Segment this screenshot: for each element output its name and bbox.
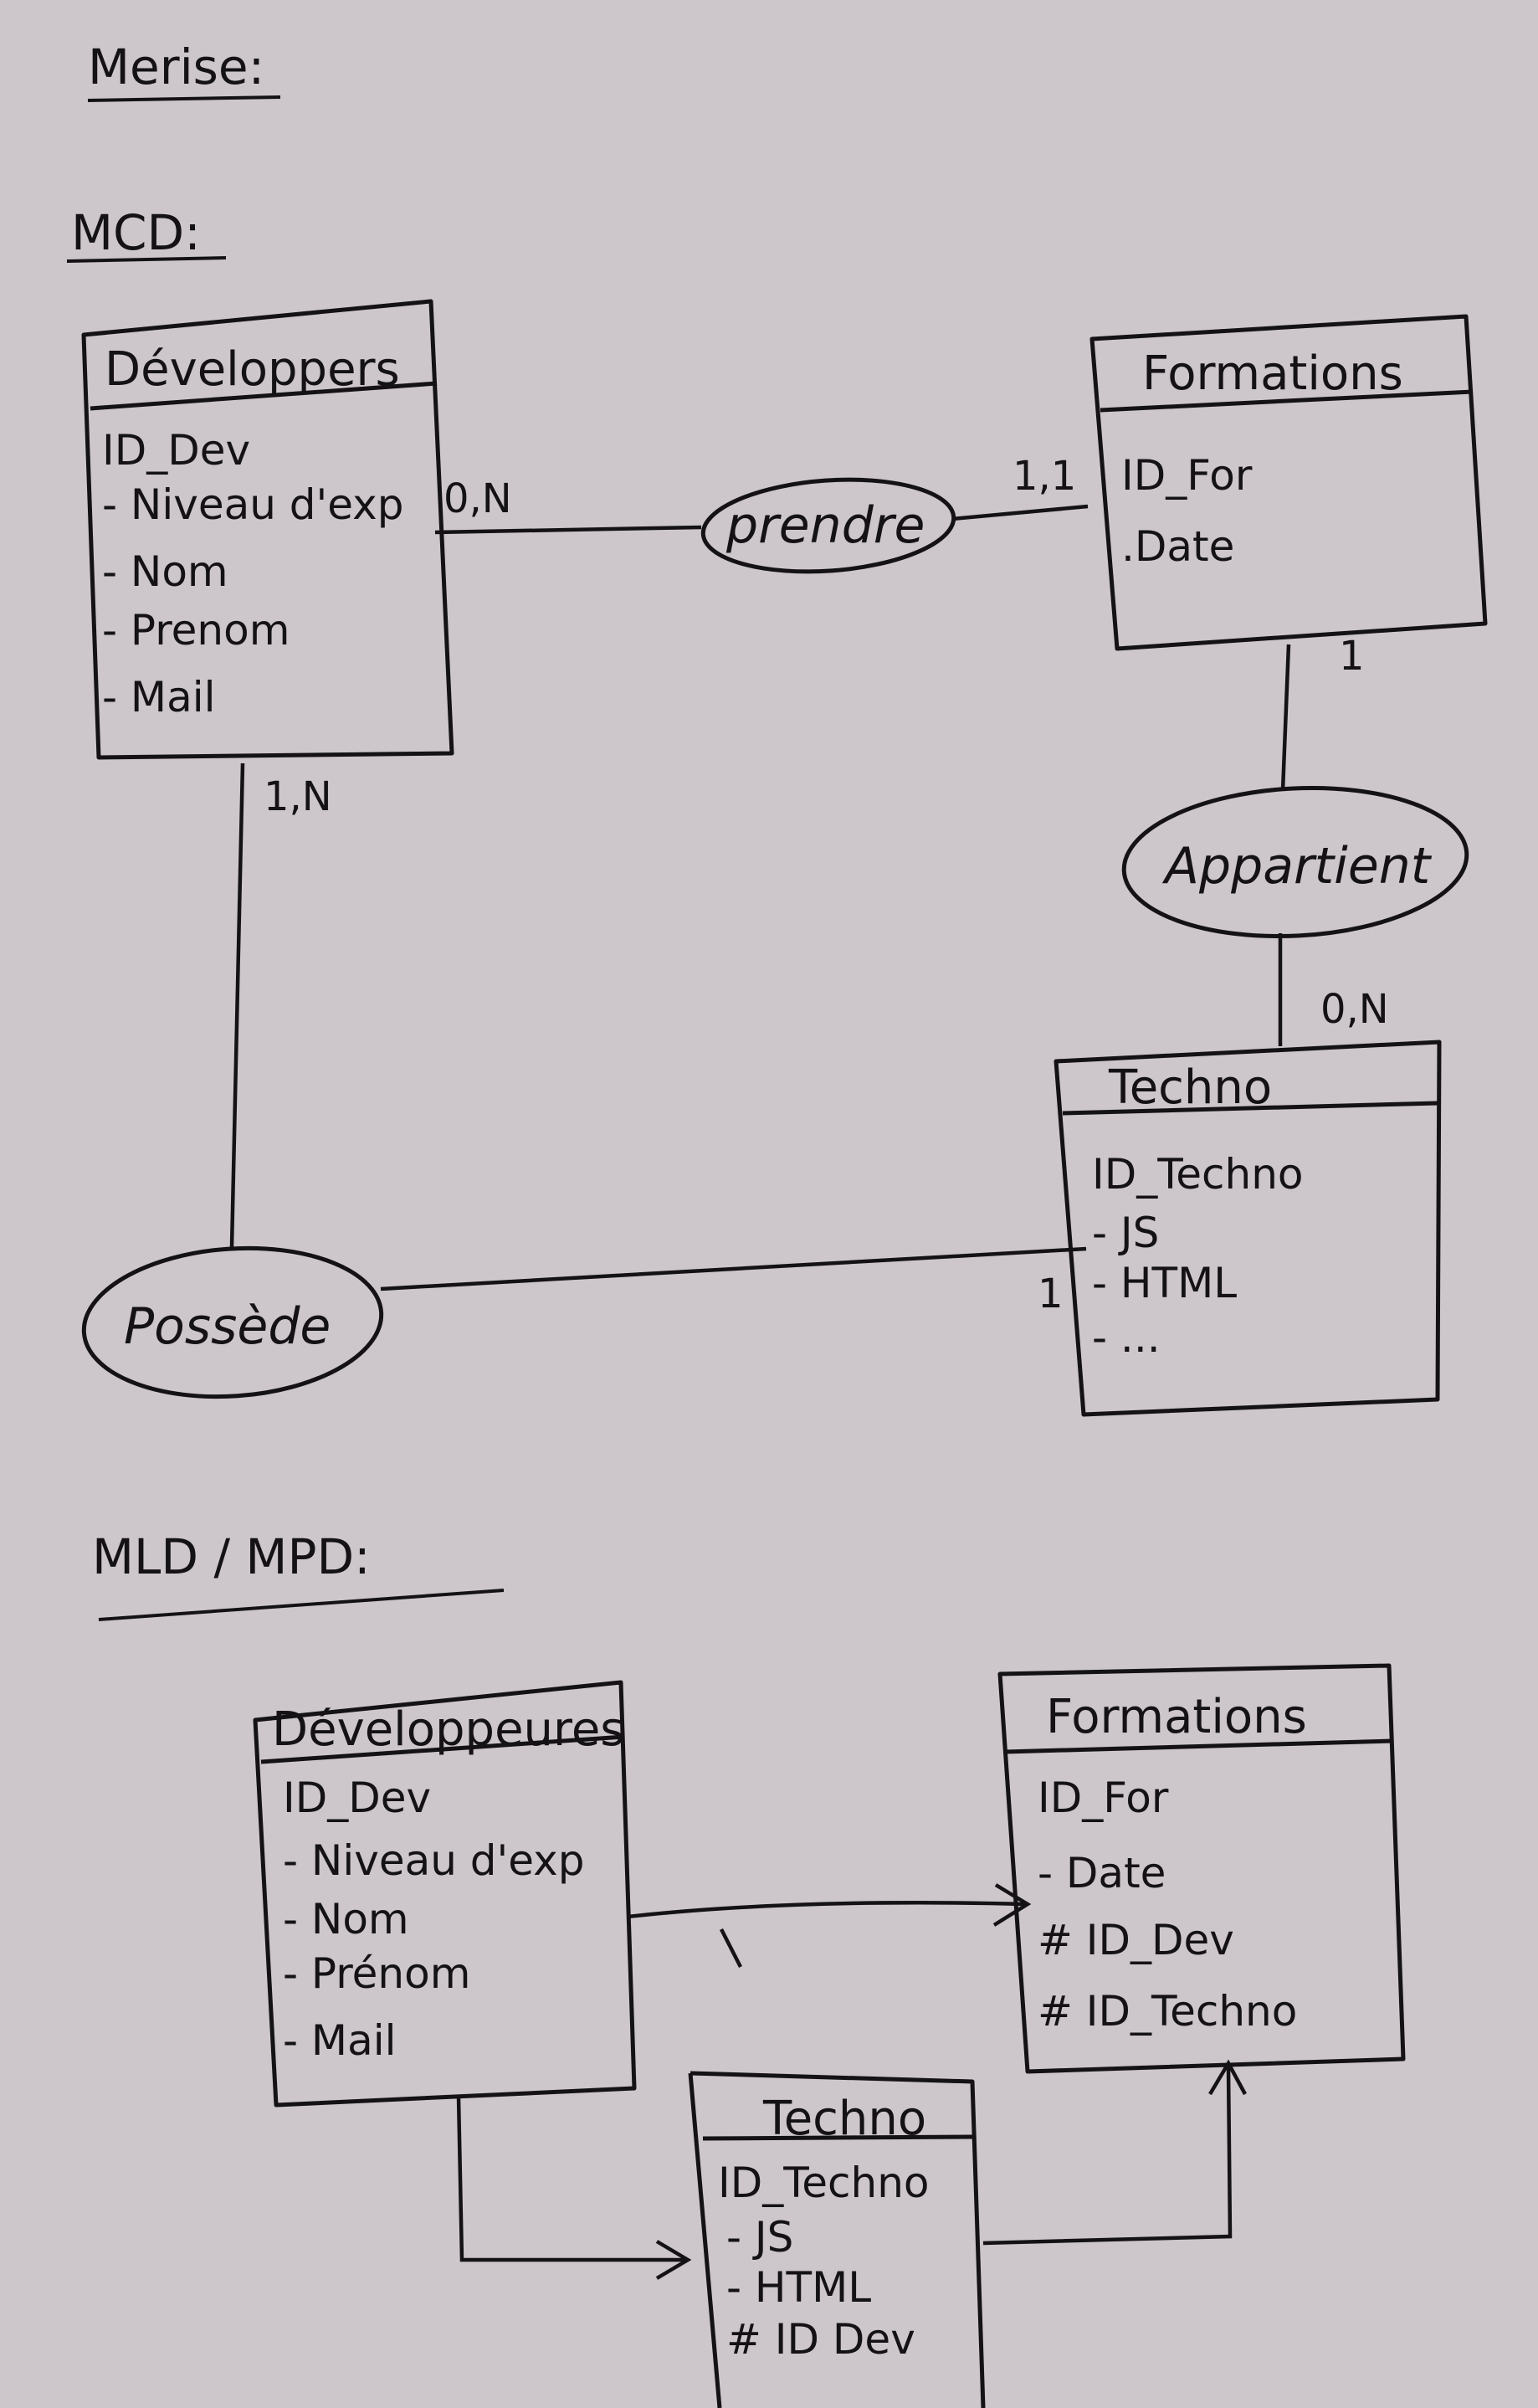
svg-text:ID_Techno: ID_Techno bbox=[1092, 1150, 1304, 1199]
svg-text:Appartient: Appartient bbox=[1161, 837, 1433, 896]
svg-text:1,N: 1,N bbox=[264, 773, 332, 820]
svg-text:ID_Dev: ID_Dev bbox=[102, 426, 250, 475]
svg-text:Formations: Formations bbox=[1046, 1690, 1307, 1744]
svg-text:1: 1 bbox=[1038, 1271, 1064, 1317]
svg-text:.Date: .Date bbox=[1121, 522, 1234, 571]
svg-text:- Mail: - Mail bbox=[102, 673, 216, 721]
mcd-relation-prendre: prendre 0,N 1,1 bbox=[434, 453, 1089, 574]
mld-heading-underline bbox=[98, 1589, 505, 1621]
svg-text:- Nom: - Nom bbox=[283, 1895, 409, 1943]
svg-text:# ID Dev: # ID Dev bbox=[726, 2315, 915, 2364]
svg-text:# ID_Techno: # ID_Techno bbox=[1038, 1987, 1297, 2036]
svg-text:- Niveau d'exp: - Niveau d'exp bbox=[102, 480, 404, 529]
svg-text:Développeures: Développeures bbox=[272, 1702, 624, 1757]
mcd-entity-developpers: Développers ID_Dev - Niveau d'exp - Nom … bbox=[81, 299, 454, 760]
arrow-techno-to-formations bbox=[982, 2059, 1247, 2246]
svg-text:1: 1 bbox=[1339, 633, 1365, 680]
svg-text:- Prénom: - Prénom bbox=[283, 1949, 470, 1998]
svg-text:0,N: 0,N bbox=[1320, 986, 1389, 1033]
arrow-developpeures-to-formations bbox=[627, 1883, 1032, 1969]
mld-entity-formations: Formations ID_For - Date # ID_Dev # ID_T… bbox=[997, 1663, 1406, 2074]
svg-text:- JS: - JS bbox=[1092, 1209, 1159, 1257]
mcd-entity-formations: Formations ID_For .Date bbox=[1089, 314, 1488, 651]
svg-text:prendre: prendre bbox=[725, 496, 925, 555]
svg-text:Techno: Techno bbox=[762, 2092, 926, 2146]
svg-text:- HTML: - HTML bbox=[1092, 1259, 1237, 1307]
mcd-heading-underline bbox=[66, 256, 227, 263]
svg-text:ID_Techno: ID_Techno bbox=[718, 2159, 930, 2207]
svg-text:# ID_Dev: # ID_Dev bbox=[1038, 1916, 1234, 1964]
svg-text:- Niveau d'exp: - Niveau d'exp bbox=[283, 1836, 585, 1885]
mcd-relation-appartient: Appartient 1 0,N bbox=[1121, 633, 1469, 1046]
svg-text:- ...: - ... bbox=[1092, 1313, 1161, 1362]
svg-text:ID_Dev: ID_Dev bbox=[283, 1774, 431, 1822]
mld-entity-developpeures: Développeures ID_Dev - Niveau d'exp - No… bbox=[253, 1680, 637, 2108]
svg-text:Techno: Techno bbox=[1108, 1060, 1272, 1115]
mcd-heading: MCD: bbox=[71, 204, 201, 261]
svg-text:Formations: Formations bbox=[1142, 347, 1403, 401]
svg-text:ID_For: ID_For bbox=[1038, 1774, 1169, 1822]
svg-text:0,N: 0,N bbox=[443, 475, 512, 522]
svg-text:ID_For: ID_For bbox=[1121, 451, 1253, 500]
svg-text:- JS: - JS bbox=[726, 2213, 793, 2262]
svg-text:- Mail: - Mail bbox=[283, 2016, 397, 2065]
title-underline bbox=[87, 95, 281, 102]
svg-text:Possède: Possède bbox=[124, 1297, 331, 1356]
svg-text:- Date: - Date bbox=[1038, 1849, 1166, 1897]
svg-text:- HTML: - HTML bbox=[726, 2263, 871, 2312]
page-title: Merise: bbox=[88, 39, 264, 95]
arrow-developpeures-to-techno bbox=[456, 2096, 692, 2280]
mld-heading: MLD / MPD: bbox=[92, 1528, 371, 1585]
mld-entity-techno: Techno ID_Techno - JS - HTML # ID Dev bbox=[688, 2071, 986, 2408]
svg-text:1,1: 1,1 bbox=[1013, 453, 1076, 500]
svg-text:- Nom: - Nom bbox=[102, 547, 228, 596]
mcd-entity-techno: Techno ID_Techno - JS - HTML - ... bbox=[1054, 1040, 1442, 1417]
svg-text:- Prenom: - Prenom bbox=[102, 606, 290, 655]
svg-text:Développers: Développers bbox=[105, 342, 400, 397]
mcd-relation-possede: Possède 1,N 1 bbox=[81, 762, 1087, 1399]
